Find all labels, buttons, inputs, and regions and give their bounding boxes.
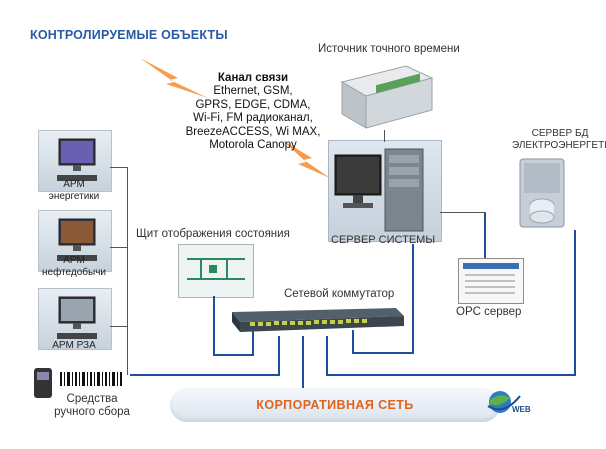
system-server-icon	[328, 140, 442, 242]
monitor-icon	[57, 218, 97, 261]
opc-server-label: OPC сервер	[456, 306, 522, 318]
status-panel-icon	[178, 244, 254, 298]
handheld-label: Средства ручного сбора	[52, 393, 132, 419]
switch-label: Сетевой коммутатор	[284, 288, 395, 300]
workstation-rza	[38, 288, 112, 350]
channel-line: Wi-Fi, FM радиоканал,	[193, 112, 313, 125]
channel-line: GPRS, EDGE, CDMA,	[195, 98, 311, 111]
diagram-title: КОНТРОЛИРУЕМЫЕ ОБЪЕКТЫ	[30, 28, 228, 42]
workstation-label-line2: нефтедобычи	[41, 267, 106, 278]
time-source-label: Источник точного времени	[318, 43, 460, 55]
web-globe-icon	[487, 391, 521, 413]
workstation-label-line2: энергетики	[48, 191, 100, 202]
time-server-icon	[340, 65, 434, 129]
handheld-scanner-icon	[34, 368, 122, 398]
db-server-label: СЕРВЕР БД ЭЛЕКТРОЭНЕРГЕТИКИ	[512, 128, 606, 152]
panel-schema-icon	[187, 258, 245, 280]
channel-line: BreezeACCESS, Wi MAX,	[185, 125, 321, 138]
web-label: WEB	[512, 405, 531, 414]
db-server-label-line2: ЭЛЕКТРОЭНЕРГЕТИКИ	[512, 140, 606, 151]
monitor-icon	[57, 138, 97, 181]
network-switch-icon	[232, 308, 404, 332]
corporate-network-label: КОРПОРАТИВНАЯ СЕТЬ	[256, 398, 414, 412]
opc-server-icon	[458, 258, 524, 304]
document-icon	[463, 263, 519, 294]
status-panel-label: Щит отображения состояния	[136, 228, 290, 240]
handheld-label-line1: Средства	[66, 393, 118, 405]
computer-icon	[334, 148, 424, 232]
workstation-label-line1: АРМ РЗА	[52, 340, 96, 351]
system-server-label: СЕРВЕР СИСТЕМЫ	[331, 234, 436, 246]
monitor-icon	[57, 296, 97, 339]
channel-block: Канал связи Ethernet, GSM, GPRS, EDGE, C…	[168, 72, 338, 152]
workstation-oil	[38, 210, 112, 272]
lightning-icon-right	[282, 140, 330, 178]
workstation-oil-label: АРМ нефтедобычи	[38, 255, 110, 279]
channel-heading: Канал связи	[217, 72, 289, 84]
workstation-energy-label: АРМ энергетики	[38, 179, 110, 203]
corporate-network-bar	[170, 388, 500, 422]
workstation-rza-label: АРМ РЗА	[38, 340, 110, 352]
channel-line: Motorola Canopy	[209, 139, 297, 152]
workstation-label-line1: АРМ	[63, 255, 85, 266]
workstation-energy	[38, 130, 112, 192]
db-server-icon	[519, 158, 565, 228]
workstation-label-line1: АРМ	[63, 179, 85, 190]
handheld-label-line2: ручного сбора	[54, 406, 130, 418]
channel-line: Ethernet, GSM,	[213, 85, 293, 98]
lightning-icon-left	[140, 58, 208, 98]
db-server-label-line1: СЕРВЕР БД	[531, 128, 589, 139]
